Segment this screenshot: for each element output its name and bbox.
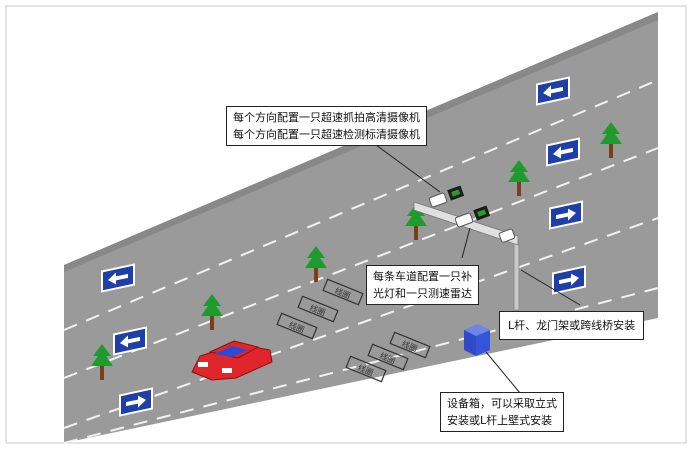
callout-cabinet-line1: 设备箱，可以采取立式 [447,397,557,410]
callout-cameras-line1: 每个方向配置一只超速抓拍高清摄像机 [233,111,420,124]
lane-arrow-sign-icon [536,76,570,106]
equipment-box-icon [464,324,490,356]
lane-line-3 [63,217,659,429]
callout-cameras: 每个方向配置一只超速抓拍高清摄像机 每个方向配置一只超速检测标清摄像机 [226,106,427,146]
callout-cabinet: 设备箱，可以采取立式 安装或L杆上壁式安装 [440,392,564,432]
callout-pole: L杆、龙门架或跨线桥安装 [499,311,645,340]
callout-pole-line1: L杆、龙门架或跨线桥安装 [508,319,636,332]
lane-arrow-sign-icon [113,326,147,356]
radar-icon [498,228,516,243]
leader-line-radar [461,227,471,259]
frame-border [5,5,687,444]
camera-icon [428,185,465,208]
camera-icon [454,205,491,228]
tree-icon [305,246,327,282]
callout-radar-line2: 光灯和一只测速雷达 [373,287,472,300]
red-car-icon [191,340,273,381]
tree-icon [508,160,530,196]
lane-arrow-sign-icon [552,265,586,295]
lane-arrow-sign-icon [546,137,580,167]
leader-line-cabinet [485,351,521,394]
lane-arrow-sign-icon [119,387,153,417]
lane-arrow-sign-icon [101,263,135,293]
callout-cameras-line2: 每个方向配置一只超速检测标清摄像机 [233,128,420,141]
lane-arrow-sign-icon [549,200,583,230]
tree-icon [600,122,622,158]
tree-icon [201,294,223,330]
leader-line-pole [520,269,581,306]
callout-radar: 每条车道配置一只补 光灯和一只测速雷达 [366,265,479,305]
callout-radar-line1: 每条车道配置一只补 [373,270,472,283]
tree-icon [405,204,427,240]
tree-icon [91,344,113,380]
lane-line-1 [63,79,659,331]
lane-line-2 [63,147,659,379]
leader-line-cameras [371,141,441,193]
callout-cabinet-line2: 安装或L杆上壁式安装 [447,414,553,427]
